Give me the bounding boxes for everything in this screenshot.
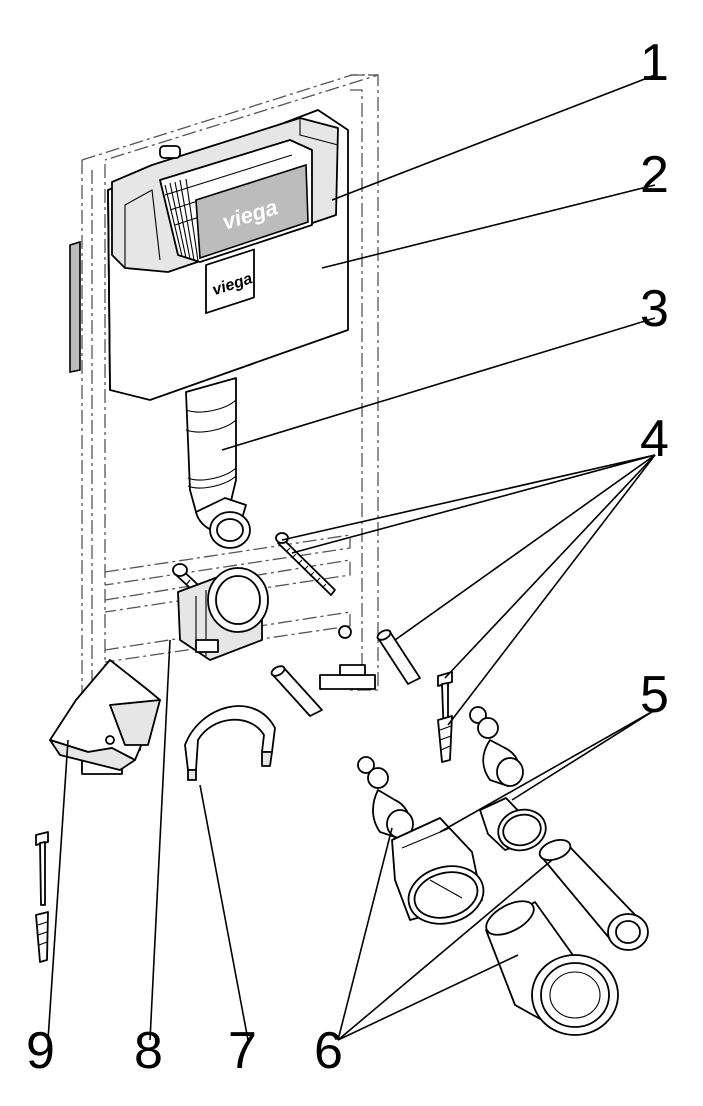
pipe-clip xyxy=(184,705,276,781)
flush-pipe xyxy=(185,377,251,549)
callout-3: 3 xyxy=(640,280,669,338)
callout-6: 6 xyxy=(314,1022,343,1080)
callout-4: 4 xyxy=(640,410,669,468)
connection-sleeves xyxy=(391,797,547,925)
callout-1: 1 xyxy=(640,34,669,92)
callout-8: 8 xyxy=(134,1022,163,1080)
waste-connection xyxy=(177,567,269,661)
flush-actuator: viega xyxy=(159,139,313,263)
protective-caps xyxy=(357,706,524,839)
drain-elbow xyxy=(49,659,161,771)
callout-9: 9 xyxy=(26,1022,55,1080)
wc-connectors xyxy=(485,839,649,1036)
callout-5: 5 xyxy=(640,666,669,724)
leader-lines xyxy=(47,74,656,1041)
callout-numbers: 1 2 3 4 5 6 7 8 9 xyxy=(26,34,669,1080)
callout-7: 7 xyxy=(228,1022,257,1080)
callout-2: 2 xyxy=(640,146,669,204)
